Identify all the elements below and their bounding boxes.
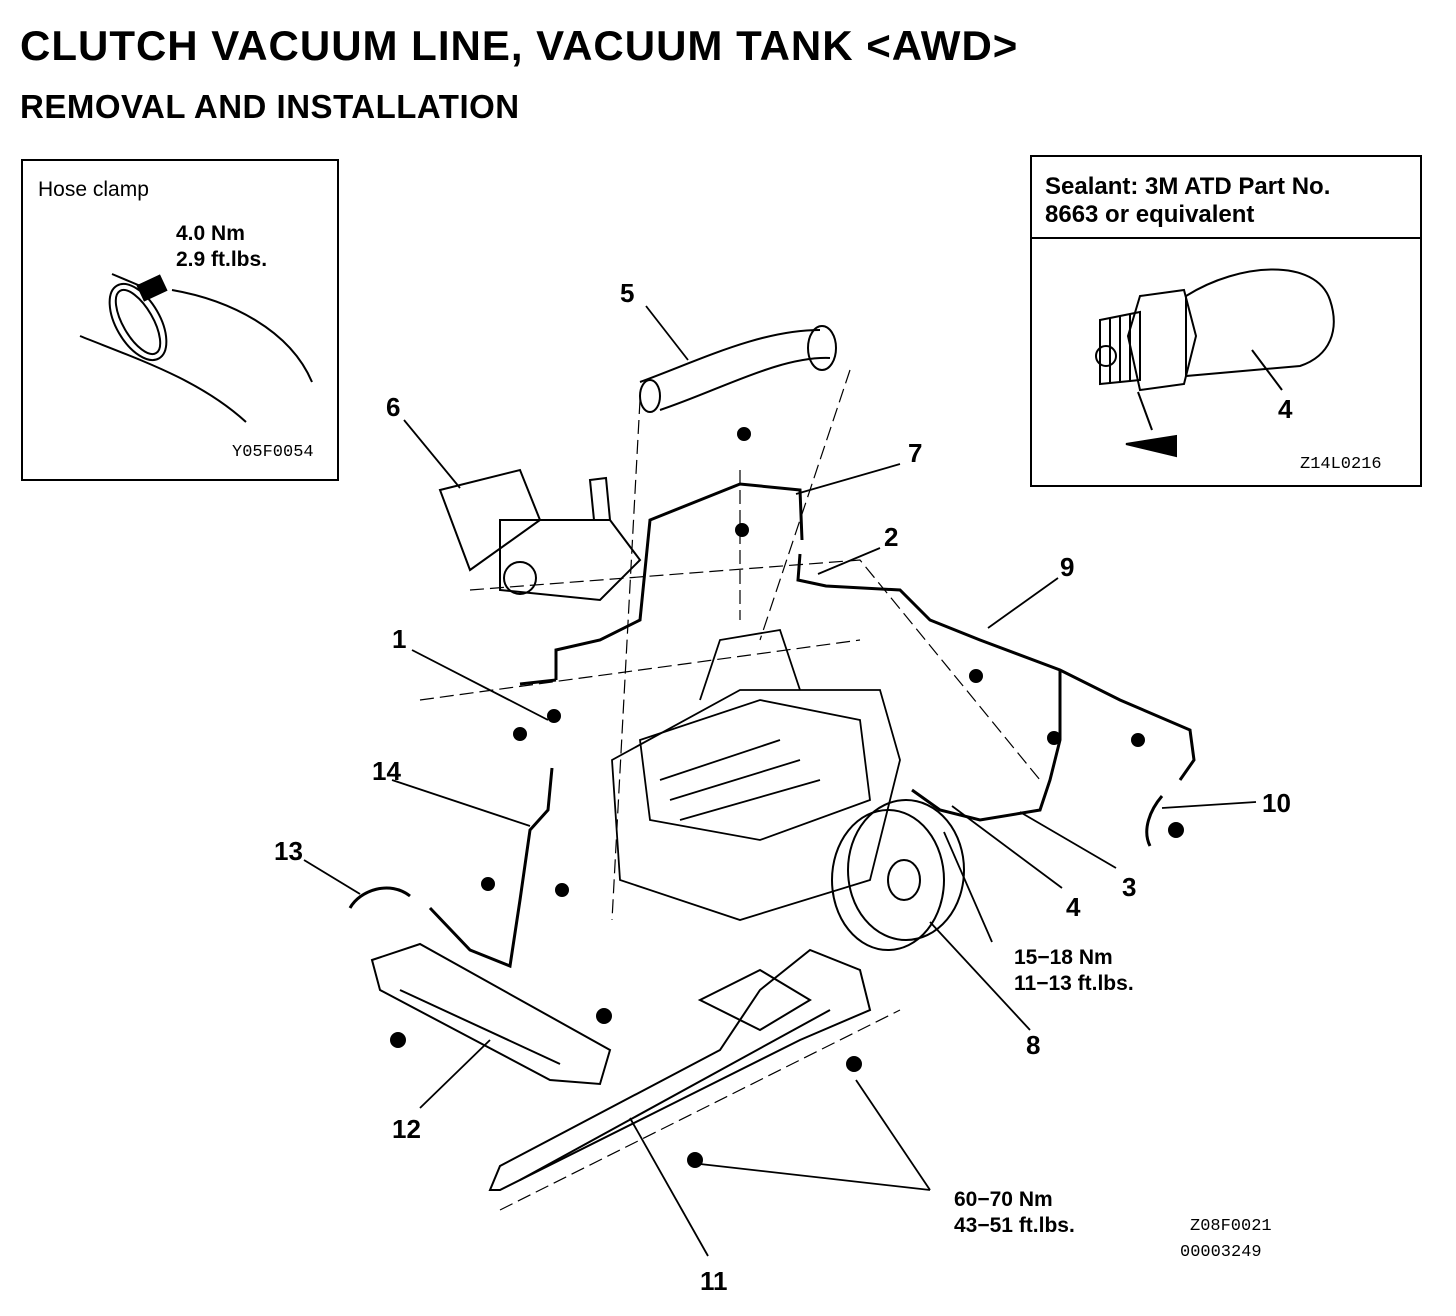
- center-member-11: [488, 948, 901, 1211]
- page-subtitle: REMOVAL AND INSTALLATION: [20, 88, 520, 125]
- callout-11: 11: [700, 1266, 728, 1296]
- callouts: 1 2 3 4 5 6 7 8 9 10 11 12 13 14: [274, 278, 1291, 1296]
- main-drawing: [303, 305, 1257, 1257]
- hose-clamp-figure-code: Y05F0054: [232, 443, 314, 462]
- callout-2: 2: [884, 522, 898, 552]
- leader-4: [951, 805, 1063, 889]
- vacuum-tank: [831, 799, 965, 951]
- hose-clamp-drawing: [79, 273, 313, 423]
- callout-14: 14: [372, 756, 401, 786]
- bracket-12: [370, 942, 612, 1086]
- leader-1: [411, 649, 549, 721]
- callout-3: 3: [1122, 872, 1136, 902]
- leader-6: [403, 419, 461, 489]
- vacuum-pipe-14: [428, 767, 554, 969]
- vacuum-switch-drawing: [1095, 268, 1335, 458]
- air-cleaner-assembly: [438, 468, 642, 602]
- hose-clamp-inset-frame: [21, 159, 339, 481]
- sealant-part-number: 4: [1278, 394, 1293, 424]
- leader-11: [629, 1117, 709, 1257]
- air-intake-hose: [639, 325, 837, 413]
- sealant-text-line1: Sealant: 3M ATD Part No.: [1045, 173, 1330, 200]
- leader-9: [987, 577, 1059, 629]
- member-torque-ftlbs: 43−51 ft.lbs.: [954, 1214, 1075, 1237]
- leader-torque-tank: [943, 831, 993, 943]
- leader-torque-member-b: [855, 1079, 931, 1191]
- engine-block: [611, 628, 901, 921]
- leader-13: [303, 859, 361, 895]
- callout-8: 8: [1026, 1030, 1040, 1060]
- sealant-inset-frame: [1030, 155, 1422, 487]
- hose-clamp-label: Hose clamp: [38, 178, 149, 201]
- vacuum-pipe: [519, 482, 804, 686]
- leader-14: [391, 779, 531, 827]
- leader-10: [1161, 801, 1257, 809]
- bolts: [390, 427, 1184, 1168]
- tank-torque-ftlbs: 11−13 ft.lbs.: [1014, 972, 1134, 995]
- member-torque-nm: 60−70 Nm: [954, 1188, 1053, 1211]
- sealant-inset: Sealant: 3M ATD Part No. 8663 or equival…: [1030, 155, 1422, 487]
- leader-3: [1019, 811, 1117, 869]
- callout-9: 9: [1060, 552, 1074, 582]
- hose-13: [348, 886, 411, 909]
- callout-12: 12: [392, 1114, 421, 1144]
- hose-clamp-inset: Hose clamp 4.0 Nm 2.9 ft.lbs. Y05F0054: [21, 159, 339, 481]
- callout-1: 1: [392, 624, 406, 654]
- leader-8: [929, 921, 1031, 1031]
- leader-12: [419, 1039, 491, 1109]
- hose-clamp-torque-ftlbs: 2.9 ft.lbs.: [176, 248, 267, 271]
- tank-torque-nm: 15−18 Nm: [1014, 946, 1113, 969]
- callout-4: 4: [1066, 892, 1081, 922]
- vacuum-hose-right: [796, 553, 1196, 822]
- leader-5: [645, 305, 689, 361]
- small-hose-10: [1145, 795, 1164, 847]
- callout-5: 5: [620, 278, 634, 308]
- document-serial: 00003249: [1180, 1243, 1262, 1262]
- leader-2: [817, 547, 881, 575]
- page-title: CLUTCH VACUUM LINE, VACUUM TANK <AWD>: [20, 22, 1019, 69]
- leader-lines: [303, 305, 1257, 1257]
- hose-clamp-torque-nm: 4.0 Nm: [176, 222, 245, 245]
- sealant-figure-code: Z14L0216: [1300, 455, 1382, 474]
- callout-10: 10: [1262, 788, 1291, 818]
- torque-specs: 15−18 Nm 11−13 ft.lbs. 60−70 Nm 43−51 ft…: [954, 946, 1134, 1237]
- leader-torque-member-a: [699, 1163, 931, 1191]
- sealant-text-line2: 8663 or equivalent: [1045, 201, 1254, 228]
- callout-6: 6: [386, 392, 400, 422]
- callout-7: 7: [908, 438, 922, 468]
- figure-code: Z08F0021: [1190, 1217, 1272, 1236]
- leader-7: [795, 463, 901, 495]
- callout-13: 13: [274, 836, 303, 866]
